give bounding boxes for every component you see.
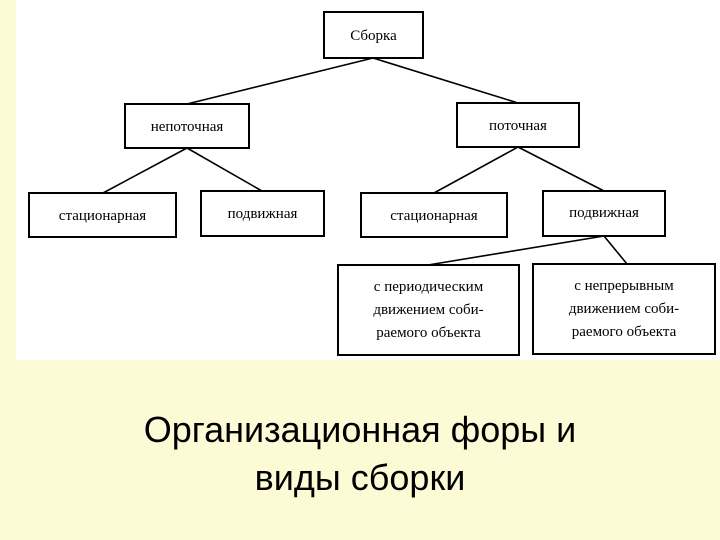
edge-mobile-periodic (427, 235, 605, 266)
node-nonflow-mobile: подвижная (200, 190, 325, 237)
node-continuous-line-1: с непрерывным (574, 278, 674, 294)
slide-caption: Организационная форы и виды сборки (0, 406, 720, 502)
node-continuous: с непрерывным движением соби- раемого об… (532, 263, 716, 355)
caption-line-1: Организационная форы и (143, 409, 577, 450)
node-flow-mobile-label: подвижная (569, 205, 639, 221)
caption-line-2: виды сборки (254, 457, 466, 498)
edge-flow-mobile (517, 146, 605, 192)
node-periodic-line-1: с периодическим (374, 279, 484, 295)
node-flow-label: поточная (489, 118, 547, 134)
node-periodic-line-3: раемого объекта (376, 325, 481, 341)
node-nonflow-label: непоточная (151, 119, 224, 135)
edge-flow-stationary (433, 146, 519, 194)
edge-root-nonflow (186, 57, 374, 105)
node-continuous-line-2: движением соби- (569, 301, 679, 317)
assembly-tree-diagram: Сборка непоточная поточная стационарная … (28, 11, 716, 356)
node-flow-stationary-label: стационарная (390, 208, 477, 224)
node-flow-mobile: подвижная (542, 190, 666, 237)
node-nonflow-stationary-label: стационарная (59, 208, 146, 224)
node-flow-stationary: стационарная (360, 192, 508, 238)
edge-mobile-continuous (603, 235, 628, 265)
edge-nonflow-mobile (186, 147, 263, 192)
edge-nonflow-stationary (102, 147, 188, 194)
node-root: Сборка (323, 11, 424, 59)
node-flow: поточная (456, 102, 580, 148)
node-root-label: Сборка (350, 28, 397, 44)
node-periodic: с периодическим движением соби- раемого … (337, 264, 520, 356)
node-nonflow: непоточная (124, 103, 250, 149)
node-nonflow-mobile-label: подвижная (228, 206, 298, 222)
node-continuous-line-3: раемого объекта (572, 324, 677, 340)
edge-root-flow (372, 57, 519, 104)
node-periodic-line-2: движением соби- (373, 302, 483, 318)
node-nonflow-stationary: стационарная (28, 192, 177, 238)
